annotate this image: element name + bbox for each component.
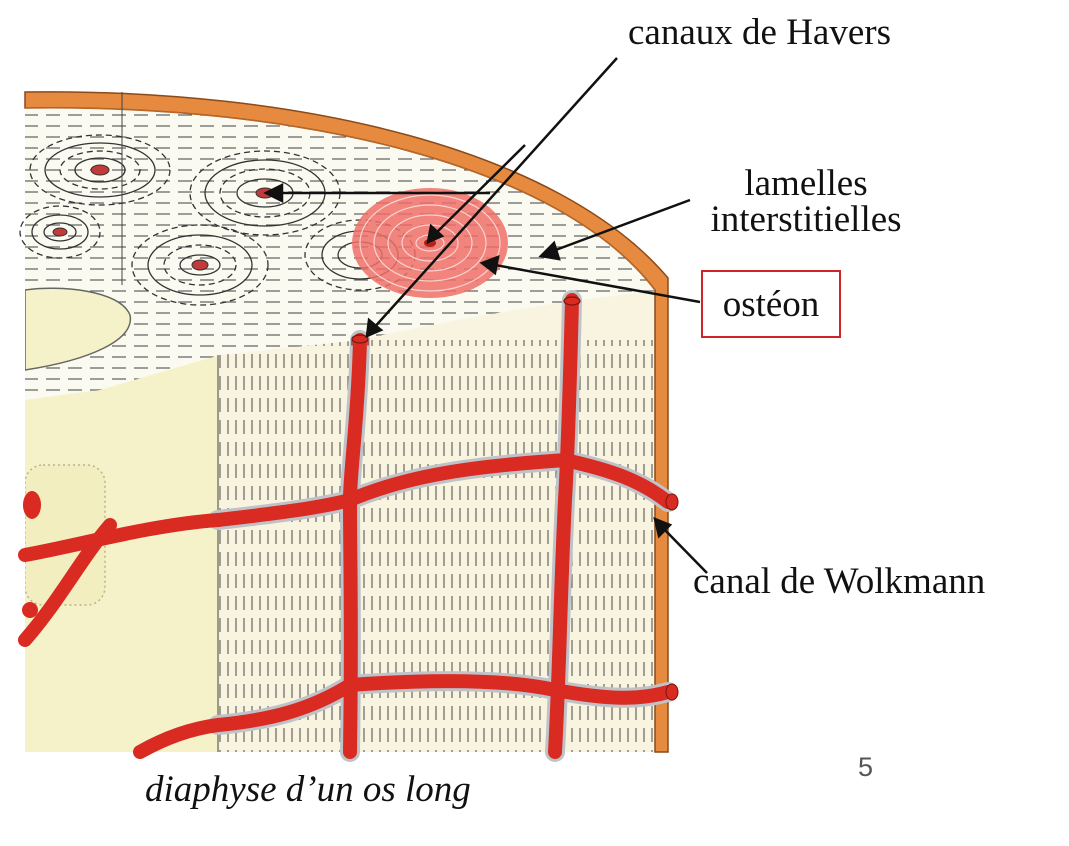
label-canal-de-wolkmann: canal de Wolkmann — [693, 561, 986, 602]
label-lamelles-interstitielles: lamelles interstitielles — [693, 163, 919, 240]
label-lamelles-line2: interstitielles — [710, 199, 902, 240]
canal-openings — [351, 296, 581, 344]
osteon-highlight — [352, 188, 508, 298]
label-osteon: ostéon — [722, 283, 820, 325]
marrow-vessels — [22, 491, 41, 618]
vessel-network — [18, 290, 678, 762]
label-canaux-de-havers: canaux de Havers — [628, 12, 891, 53]
label-lamelles-line1: lamelles — [744, 163, 868, 204]
label-osteon-box: ostéon — [701, 270, 841, 338]
annotation-arrows — [263, 57, 708, 574]
figure-caption: diaphyse d’un os long — [145, 769, 471, 810]
page-number: 5 — [858, 752, 874, 782]
